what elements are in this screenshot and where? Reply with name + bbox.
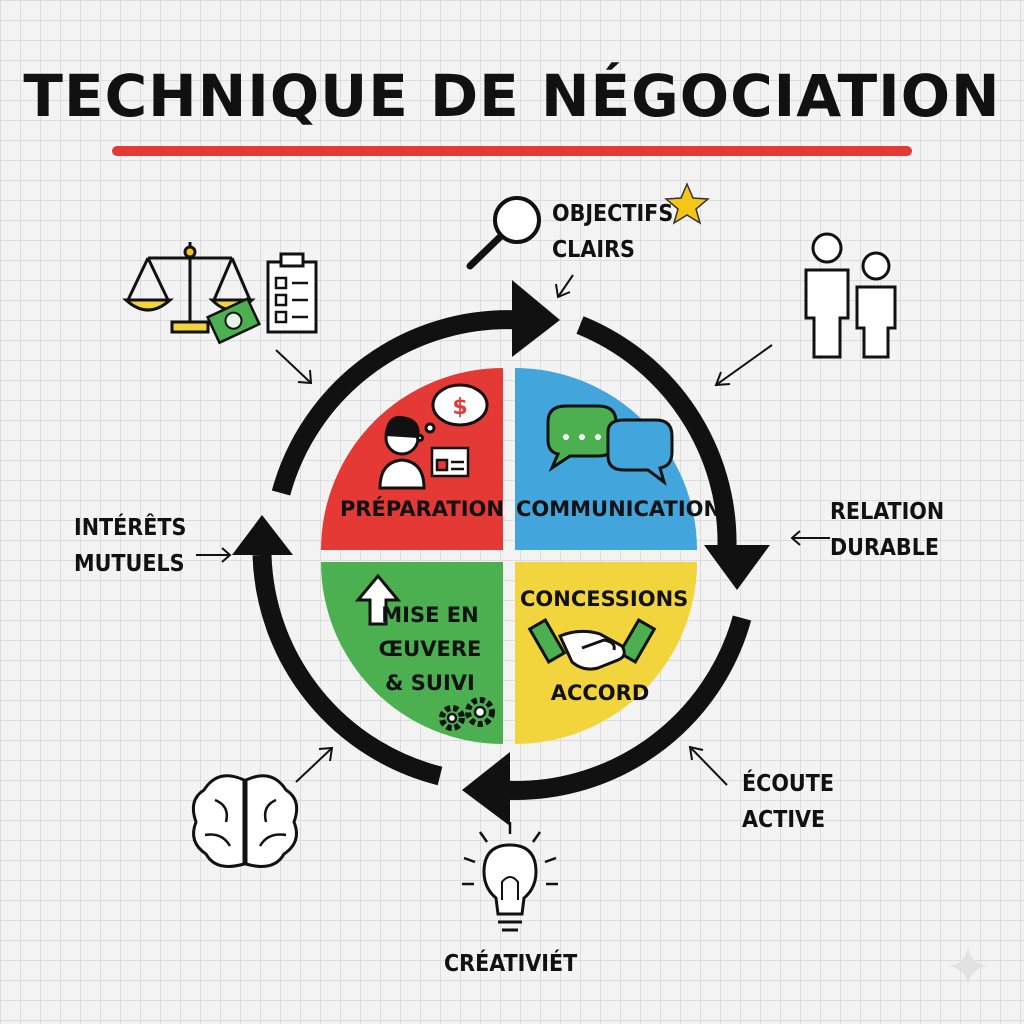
cycle-arrowheads: [232, 280, 770, 826]
checklist-icon: [266, 252, 318, 334]
person-thinking-icon: [378, 415, 426, 490]
magnifier-icon: [466, 196, 541, 270]
star-icon: [664, 182, 710, 225]
arrowhead-right: [704, 545, 770, 590]
label-clairs: CLAIRS: [552, 237, 635, 263]
cycle-arrow-left: [252, 554, 443, 786]
people-icon: [804, 232, 897, 359]
label-ecoute: ÉCOUTE: [742, 771, 834, 797]
pointer-arrow-interets: [196, 547, 232, 563]
quadrant-label-preparation: PRÉPARATION: [340, 497, 504, 521]
arrowhead-bottom: [462, 752, 510, 826]
money-icon: [205, 297, 262, 345]
label-relation: RELATION: [830, 499, 945, 525]
brain-icon: [191, 774, 299, 868]
cycle-arrow-top: [271, 310, 521, 496]
diagram-title: TECHNIQUE DE NÉGOCIATION: [23, 62, 1001, 130]
label-mutuels: MUTUELS: [74, 551, 185, 577]
label-interets-mutuels: INTÉRÊTS MUTUELS: [74, 510, 186, 582]
up-arrow-icon: [354, 573, 402, 626]
mise-en-oeuvre-line-1: MISE EN: [381, 603, 479, 627]
pointer-arrow-relation-durable: [790, 530, 830, 546]
label-objectifs: OBJECTIFS: [552, 201, 674, 227]
label-creativite: CRÉATIVIÉT: [444, 951, 578, 977]
quadrant-mise-en-oeuvre: [321, 562, 503, 744]
id-card-icon: [430, 446, 470, 478]
cycle-arrow-right: [576, 316, 737, 549]
mise-en-oeuvre-line-2: ŒUVERE: [378, 637, 482, 661]
sparkle-icon: [948, 946, 988, 986]
quadrant-label-concessions: CONCESSIONS: [520, 587, 689, 611]
arrowhead-top: [512, 280, 560, 357]
lightbulb-icon: [462, 822, 558, 932]
dollar-thought-bubble-icon: $: [416, 383, 489, 442]
pointer-arrow-objectifs: [555, 274, 574, 299]
label-interets: INTÉRÊTS: [74, 515, 187, 541]
pointer-arrow-ecoute: [688, 745, 728, 786]
cycle-arrow-bottom: [499, 615, 752, 800]
quadrant-label-communication: COMMUNICATION: [516, 497, 722, 521]
handshake-icon: [527, 617, 657, 671]
mise-en-oeuvre-line-3: & SUIVI: [385, 671, 475, 695]
title-underline: [112, 146, 912, 156]
pointer-arrow-brain: [295, 746, 334, 783]
label-relation-durable: RELATION DURABLE: [830, 494, 944, 566]
label-active: ACTIVE: [742, 807, 826, 833]
label-ecoute-active: ÉCOUTE ACTIVE: [742, 766, 834, 838]
pointer-arrow-relation: [714, 344, 773, 387]
svg-text:$: $: [452, 395, 467, 420]
arrowhead-left: [232, 515, 293, 555]
pointer-arrow-scales: [275, 349, 313, 385]
label-objectifs-clairs: OBJECTIFS CLAIRS: [552, 196, 673, 268]
pointer-arrows: [196, 274, 830, 786]
label-durable: DURABLE: [830, 535, 940, 561]
speech-bubbles-icon: [546, 404, 674, 486]
quadrant-label-accord: ACCORD: [550, 681, 650, 705]
cycle-arrows: [252, 310, 752, 800]
gears-icon: [439, 697, 495, 731]
quadrant-label-mise-en-oeuvre: MISE EN ŒUVERE & SUIVI: [360, 598, 500, 700]
